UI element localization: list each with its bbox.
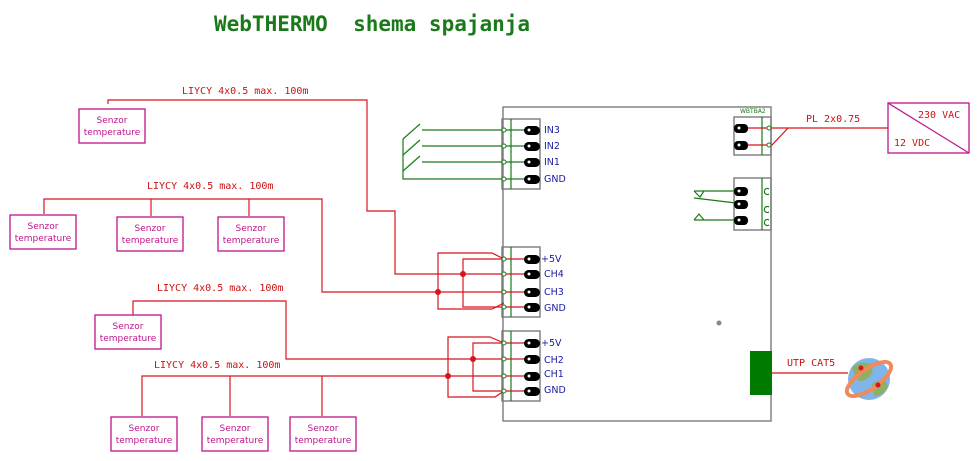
sensor-label-line1: Senzor <box>220 424 251 434</box>
sensor-box: Senzor temperature <box>217 216 285 252</box>
pin-label-gnd: GND <box>544 174 566 185</box>
pin-label-ch1: CH1 <box>544 369 564 380</box>
sensor-box: Senzor temperature <box>116 216 184 252</box>
sensor-label-line1: Senzor <box>129 424 160 434</box>
sensor-label-line2: temperature <box>15 234 72 244</box>
cable-label-group3: LIYCY 4x0.5 max. 100m <box>157 283 283 294</box>
sensor-label-line2: temperature <box>223 236 280 246</box>
sensor-label-line1: Senzor <box>135 224 166 234</box>
pin-label-ch3: CH3 <box>544 287 564 298</box>
sensor-label-line2: temperature <box>100 334 157 344</box>
ethernet-port <box>750 351 772 395</box>
sensor-label-line1: Senzor <box>308 424 339 434</box>
power-connector-label: WBTBA2 <box>740 108 766 115</box>
pin-label-5v: +5V <box>541 254 562 265</box>
pin-label-ch4: CH4 <box>544 269 564 280</box>
sensor-label-line2: temperature <box>295 436 352 446</box>
psu-input-label: 230 VAC <box>918 110 960 121</box>
sensor-box: Senzor temperature <box>201 416 269 452</box>
cable-label-group2: LIYCY 4x0.5 max. 100m <box>147 181 273 192</box>
relay-connector <box>693 177 772 231</box>
sensor-label-line1: Senzor <box>113 322 144 332</box>
globe-icon <box>844 358 894 400</box>
pin-label-in2: IN2 <box>544 141 560 152</box>
screw-terminals <box>524 124 748 396</box>
board-mount-hole <box>716 320 722 326</box>
power-connector: WBTBA2 <box>733 108 772 156</box>
cable-label-group1: LIYCY 4x0.5 max. 100m <box>182 86 308 97</box>
sensor-label-line2: temperature <box>116 436 173 446</box>
terminal-pins <box>501 125 772 394</box>
pin-label-5v: +5V <box>541 338 562 349</box>
relay-contact-icon <box>693 190 737 221</box>
sensor-box: Senzor temperature <box>78 108 146 144</box>
sensor-label-line2: temperature <box>122 236 179 246</box>
sensor-label-line1: Senzor <box>28 222 59 232</box>
cable-label-network: UTP CAT5 <box>787 358 835 369</box>
sensor-box: Senzor temperature <box>9 214 77 250</box>
sensor-label-line2: temperature <box>84 128 141 138</box>
sensor-label-line1: Senzor <box>97 116 128 126</box>
diagram-title: WebTHERMO shema spajanja <box>214 12 530 36</box>
sensor-box: Senzor temperature <box>110 416 178 452</box>
sensor-label-line1: Senzor <box>236 224 267 234</box>
pin-label-gnd: GND <box>544 303 566 314</box>
cables <box>43 99 888 416</box>
pin-label-in1: IN1 <box>544 157 560 168</box>
main-board <box>502 106 772 422</box>
input-connector <box>402 118 541 190</box>
cable-label-power: PL 2x0.75 <box>806 114 860 125</box>
pin-label-in3: IN3 <box>544 125 560 136</box>
pin-label-ch2: CH2 <box>544 355 564 366</box>
psu-output-label: 12 VDC <box>894 138 930 149</box>
sensor-box: Senzor temperature <box>94 314 162 350</box>
cable-label-group4: LIYCY 4x0.5 max. 100m <box>154 360 280 371</box>
sensor-label-line2: temperature <box>207 436 264 446</box>
sensor-box: Senzor temperature <box>289 416 357 452</box>
power-supply: 230 VAC 12 VDC <box>887 102 970 154</box>
input-switches <box>402 123 504 180</box>
pin-label-gnd: GND <box>544 385 566 396</box>
